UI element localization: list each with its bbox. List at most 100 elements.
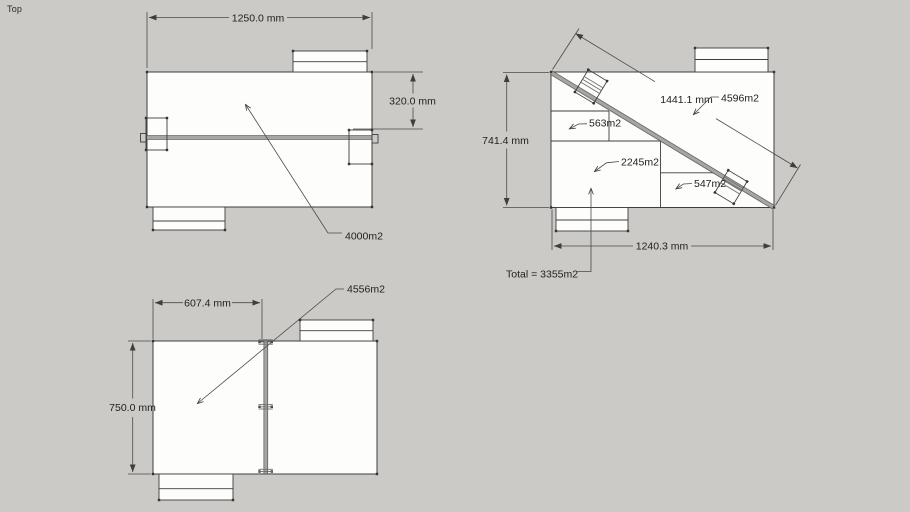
- endpoint-dot: [732, 202, 736, 206]
- endpoint-dot: [766, 46, 770, 50]
- drawing-table-side-view[interactable]: 607.4 mm 750.0 mm 4556m2: [109, 284, 385, 501]
- dim-text-offset[interactable]: 320.0 mm: [389, 96, 436, 108]
- endpoint-decorations: [144, 46, 776, 502]
- endpoint-dot: [549, 206, 553, 209]
- view-label: Top: [7, 4, 23, 14]
- endpoint-dot: [626, 229, 630, 233]
- dim-text-height[interactable]: 750.0 mm: [109, 402, 156, 414]
- hinge-tick: [583, 75, 604, 89]
- left-hinge-bracket[interactable]: [145, 117, 168, 151]
- endpoint-dot: [365, 49, 369, 53]
- endpoint-dot: [745, 179, 749, 184]
- diagonal-fold-edge: [551, 70, 776, 207]
- hinge-tick: [720, 181, 741, 195]
- dim-text-bottom[interactable]: 1240.3 mm: [636, 241, 689, 253]
- bottom-edge-tab[interactable]: [152, 206, 226, 231]
- diagonal-hinge-bracket[interactable]: [713, 168, 749, 206]
- area-text[interactable]: 4556m2: [347, 284, 385, 296]
- bottom-edge-tab[interactable]: [555, 207, 629, 232]
- dim-height-741[interactable]: 741.4 mm: [482, 72, 549, 208]
- leader-line: [570, 123, 588, 129]
- endpoint-dot: [223, 228, 227, 232]
- endpoint-dot: [151, 228, 155, 232]
- dim-text-width[interactable]: 1250.0 mm: [232, 13, 285, 25]
- top-edge-tab[interactable]: [694, 47, 769, 73]
- hinge-outline: [714, 169, 748, 205]
- hinge-tick: [721, 179, 743, 192]
- hinge-tick: [723, 176, 744, 190]
- area-text[interactable]: 4596m2: [721, 93, 759, 105]
- endpoint-dot: [375, 339, 379, 343]
- diagonal-hinge-bracket[interactable]: [573, 68, 609, 105]
- label-area-4000[interactable]: 4000m2: [246, 105, 384, 243]
- dim-line: [575, 33, 656, 83]
- hinge-outline: [574, 69, 608, 104]
- leader-line: [577, 189, 592, 272]
- label-area-547[interactable]: 547m2: [676, 178, 726, 190]
- endpoint-dot: [144, 148, 148, 152]
- endpoint-dot: [370, 205, 374, 209]
- endpoint-dot: [291, 49, 295, 53]
- endpoint-dot: [151, 339, 155, 343]
- endpoint-dot: [145, 70, 149, 74]
- endpoint-dot: [713, 190, 717, 195]
- area-text[interactable]: 2245m2: [621, 157, 659, 169]
- dim-height-750[interactable]: 750.0 mm: [109, 340, 156, 475]
- endpoint-dot: [370, 128, 374, 132]
- bottom-edge-tab[interactable]: [158, 473, 234, 501]
- dim-width-1250[interactable]: 1250.0 mm: [146, 12, 373, 68]
- dim-width-607[interactable]: 607.4 mm: [152, 298, 263, 340]
- endpoint-dot: [549, 70, 553, 74]
- endpoint-dot: [347, 128, 351, 132]
- endpoint-dot: [726, 168, 730, 172]
- endpoint-dot: [573, 90, 577, 94]
- hinge-tick: [581, 78, 603, 92]
- endpoint-dot: [772, 70, 776, 74]
- endpoint-dot: [157, 498, 161, 502]
- endpoint-dot: [371, 318, 375, 322]
- endpoint-dot: [370, 70, 374, 74]
- label-area-2245[interactable]: 2245m2: [595, 157, 660, 172]
- area-text[interactable]: 563m2: [589, 118, 621, 130]
- endpoint-dot: [605, 79, 609, 83]
- total-text[interactable]: Total = 3355m2: [506, 269, 578, 281]
- dim-ext-line: [775, 164, 801, 206]
- dim-offset-320[interactable]: 320.0 mm: [353, 71, 436, 130]
- area-text[interactable]: 547m2: [694, 178, 726, 190]
- area-text[interactable]: 4000m2: [345, 231, 383, 243]
- endpoint-dot: [370, 162, 374, 166]
- dim-diagonal-1441[interactable]: 1441.1 mm: [552, 28, 801, 206]
- endpoint-dot: [592, 101, 596, 105]
- label-area-4596[interactable]: 4596m2: [694, 93, 760, 115]
- endpoint-dot: [554, 229, 558, 233]
- drawing-table-top-view[interactable]: 1250.0 mm 320.0 mm 4000m2: [140, 12, 437, 243]
- endpoint-dot: [375, 472, 379, 476]
- endpoint-dot: [165, 148, 169, 152]
- label-area-4556[interactable]: 4556m2: [198, 284, 386, 404]
- label-area-563[interactable]: 563m2: [570, 118, 622, 130]
- leader-line: [246, 105, 342, 234]
- endpoint-dot: [231, 498, 235, 502]
- label-total-area[interactable]: Total = 3355m2: [506, 189, 591, 281]
- hinge-tick: [580, 81, 601, 95]
- left-hinge-tab: [140, 133, 147, 143]
- dim-text-width[interactable]: 607.4 mm: [184, 298, 231, 310]
- dim-ext-line: [552, 28, 580, 70]
- dim-text-height[interactable]: 741.4 mm: [482, 135, 529, 147]
- right-hinge-tab: [371, 134, 379, 144]
- endpoint-dot: [165, 116, 169, 120]
- endpoint-dot: [586, 68, 590, 72]
- right-hinge-bracket[interactable]: [348, 129, 373, 165]
- endpoint-dot: [772, 206, 776, 209]
- leader-line: [694, 96, 719, 115]
- dim-text-diagonal[interactable]: 1441.1 mm: [660, 94, 713, 106]
- leader-line: [198, 288, 344, 404]
- drawing-table-folded-view[interactable]: 741.4 mm 1441.1 mm 1240.3 mm: [482, 28, 801, 281]
- endpoint-dot: [693, 46, 697, 50]
- dim-bottom-1240[interactable]: 1240.3 mm: [551, 209, 774, 253]
- dim-line: [715, 118, 798, 169]
- leader-line: [595, 161, 620, 172]
- endpoint-dot: [298, 318, 302, 322]
- endpoint-dot: [144, 116, 148, 120]
